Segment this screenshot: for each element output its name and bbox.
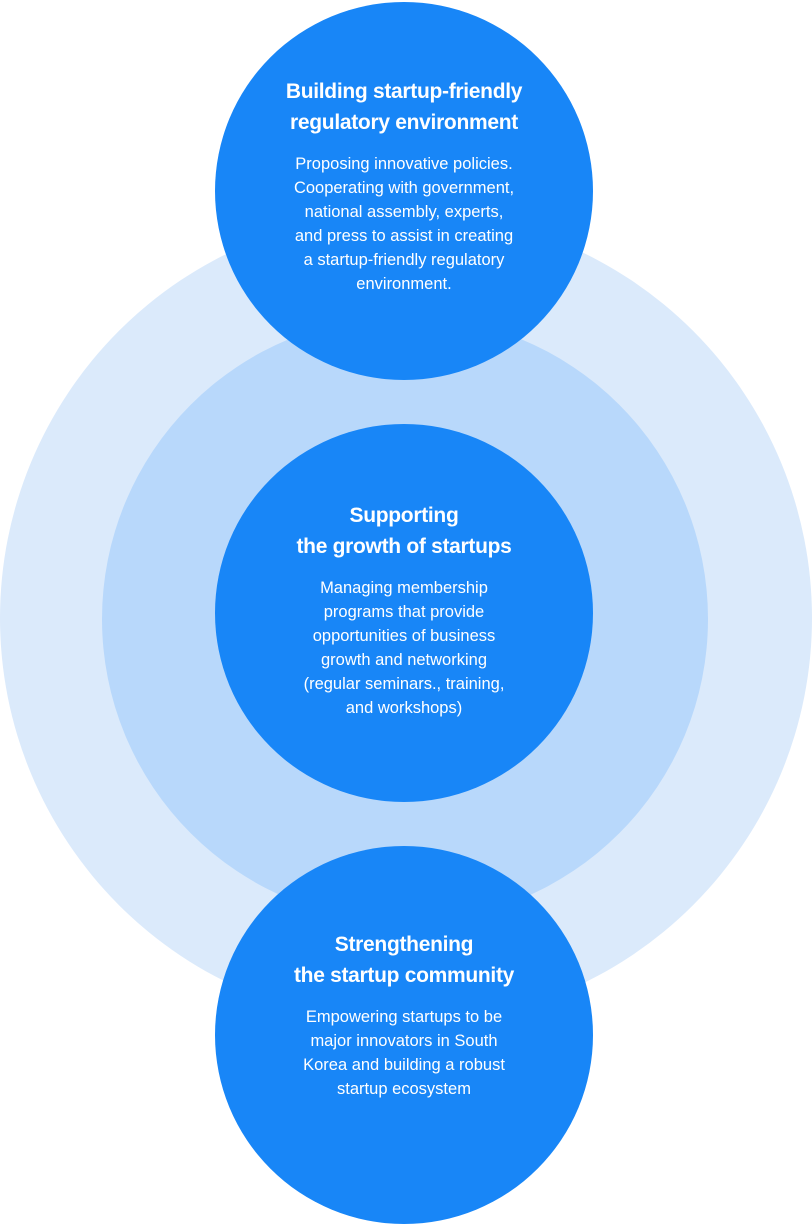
node-title-line: Building startup-friendly bbox=[285, 80, 523, 103]
node-description: Proposing innovative policies. Cooperati… bbox=[294, 152, 514, 296]
node-description-line: opportunities of business bbox=[312, 627, 496, 645]
node-description-line: programs that provide bbox=[323, 603, 485, 621]
node-description: Empowering startups to be major innovato… bbox=[303, 1005, 505, 1101]
node-title-line: regulatory environment bbox=[290, 111, 518, 134]
node-description-line: a startup-friendly regulatory bbox=[303, 251, 505, 269]
node-regulatory-environment: Building startup-friendly regulatory env… bbox=[215, 2, 593, 380]
node-description: Managing membership programs that provid… bbox=[304, 576, 505, 720]
node-title-line: the startup community bbox=[293, 964, 515, 987]
node-description-line: and press to assist in creating bbox=[294, 227, 514, 245]
node-description-line: Managing membership bbox=[320, 579, 488, 597]
node-title-line: Supporting bbox=[349, 504, 459, 527]
node-startup-growth: Supporting the growth of startups Managi… bbox=[215, 424, 593, 802]
node-description-line: environment. bbox=[356, 275, 452, 293]
node-description-line: (regular seminars., training, bbox=[303, 675, 505, 693]
node-description-line: national assembly, experts, bbox=[304, 203, 504, 221]
node-description-line: growth and networking bbox=[320, 651, 487, 669]
node-title: Supporting the growth of startups bbox=[296, 500, 511, 562]
node-description-line: and workshops) bbox=[345, 699, 463, 717]
node-description-line: Cooperating with government, bbox=[293, 179, 515, 197]
node-description-line: startup ecosystem bbox=[337, 1080, 471, 1098]
node-title-line: the growth of startups bbox=[296, 535, 512, 558]
node-description-line: Proposing innovative policies. bbox=[295, 155, 513, 173]
node-title: Strengthening the startup community bbox=[294, 929, 514, 991]
node-title: Building startup-friendly regulatory env… bbox=[285, 76, 523, 138]
node-description-line: Korea and building a robust bbox=[303, 1056, 505, 1074]
node-description-line: major innovators in South bbox=[310, 1032, 498, 1050]
node-startup-community: Strengthening the startup community Empo… bbox=[215, 846, 593, 1224]
node-title-line: Strengthening bbox=[334, 933, 474, 956]
node-description-line: Empowering startups to be bbox=[305, 1008, 503, 1026]
